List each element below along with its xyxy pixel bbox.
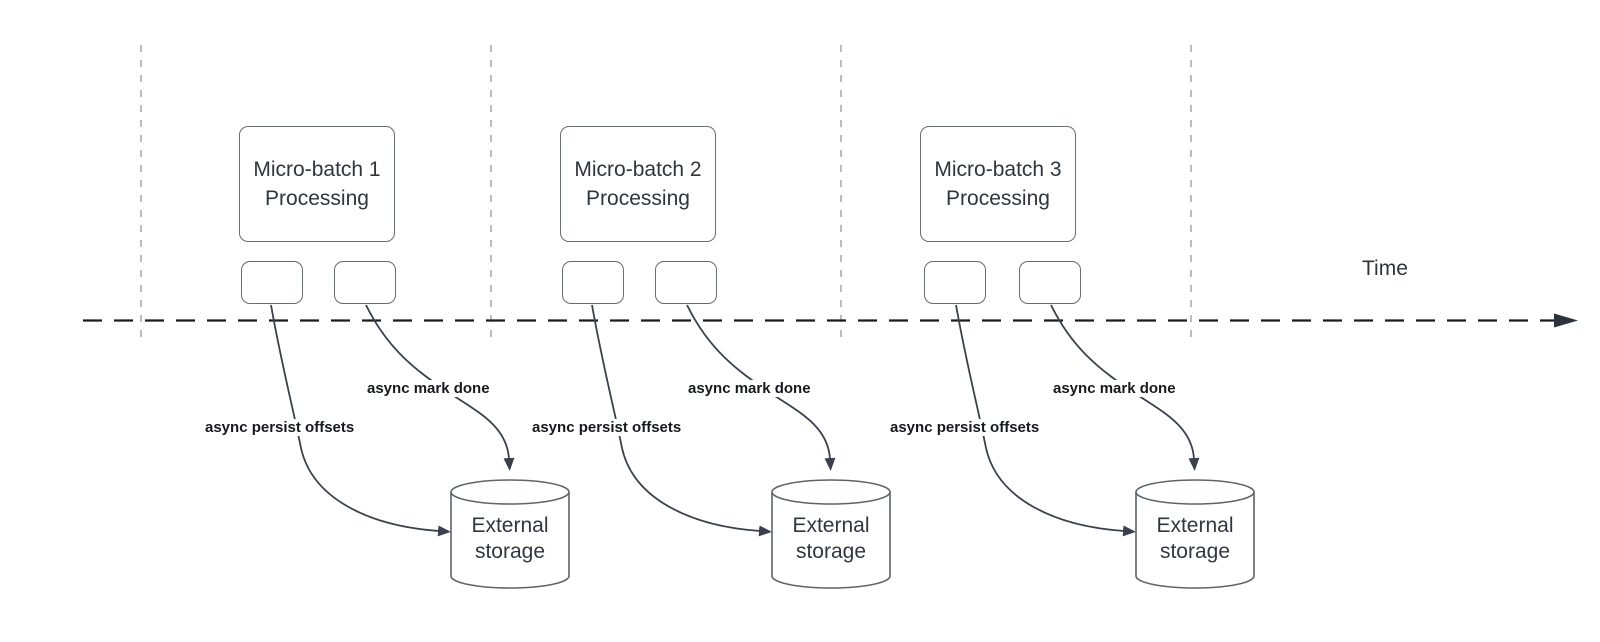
- async-task-box-right-1: [334, 261, 396, 304]
- persist-offsets-label: async persist offsets: [203, 419, 357, 436]
- time-axis-label: Time: [1362, 257, 1408, 280]
- mark-done-label: async mark done: [365, 380, 492, 397]
- persist-offsets-label: async persist offsets: [888, 419, 1042, 436]
- async-task-box-left-3: [924, 261, 986, 304]
- mark-done-label: async mark done: [1051, 380, 1178, 397]
- async-task-box-right-3: [1019, 261, 1081, 304]
- async-task-box-left-2: [562, 261, 624, 304]
- micro-batch-subtitle: Processing: [265, 187, 369, 210]
- micro-batch-subtitle: Processing: [946, 187, 1050, 210]
- micro-batch-title: Micro-batch 2: [574, 158, 702, 181]
- async-task-box-left-1: [241, 261, 303, 304]
- external-storage-label: External storage: [792, 514, 870, 563]
- micro-batch-subtitle: Processing: [586, 187, 690, 210]
- micro-batch-title: Micro-batch 1: [253, 158, 381, 181]
- micro-batch-box-1: Micro-batch 1 Processing: [239, 126, 395, 242]
- external-storage-label: External storage: [1156, 514, 1234, 563]
- async-task-box-right-2: [655, 261, 717, 304]
- external-storage-label: External storage: [471, 514, 549, 563]
- persist-offsets-label: async persist offsets: [530, 419, 684, 436]
- micro-batch-box-3: Micro-batch 3 Processing: [920, 126, 1076, 242]
- micro-batch-title: Micro-batch 3: [934, 158, 1062, 181]
- micro-batch-box-2: Micro-batch 2 Processing: [560, 126, 716, 242]
- mark-done-label: async mark done: [686, 380, 813, 397]
